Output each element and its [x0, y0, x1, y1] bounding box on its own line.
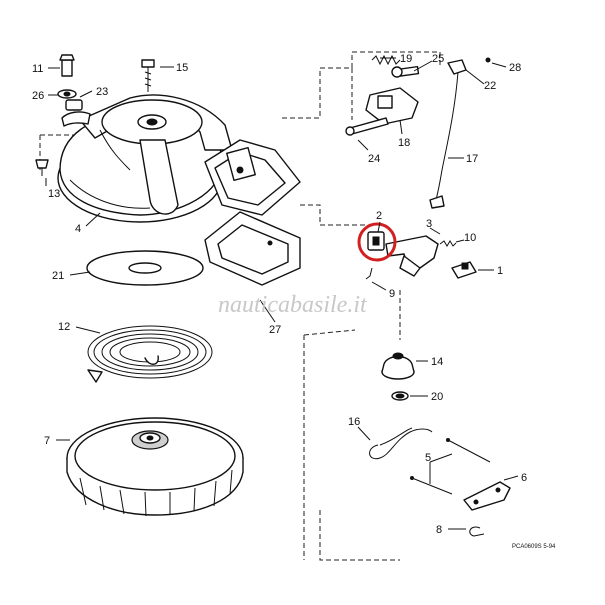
callout-28: 28: [509, 62, 521, 74]
callout-11: 11: [32, 63, 43, 75]
callout-21: 21: [52, 270, 64, 282]
callout-18: 18: [398, 137, 410, 149]
callout-10: 10: [464, 232, 476, 244]
part-7-pulley: [66, 417, 244, 517]
part-6-cam: [463, 481, 511, 511]
callout-4: 4: [75, 223, 81, 235]
callout-3: 3: [426, 218, 432, 230]
part-15-screw: [141, 59, 155, 92]
callout-22: 22: [484, 80, 496, 92]
part-5-pins: [410, 438, 491, 495]
part-17-link-rod: [429, 71, 459, 209]
callout-23: 23: [96, 86, 108, 98]
part-21-plate: [86, 250, 204, 286]
watermark: nauticabasile.it: [218, 292, 368, 318]
highlight-circle: [357, 222, 397, 262]
callout-labels: 1 2 3 4 5 6 7 8 9 10 11 12 13 14 15 16 1…: [32, 53, 527, 536]
callout-6: 6: [521, 472, 527, 484]
callout-7: 7: [44, 435, 50, 447]
part-4-recoil-housing: [57, 94, 233, 223]
callout-24: 24: [368, 153, 380, 165]
figure-code: PCA0609S 5-94: [512, 544, 556, 550]
callout-20: 20: [431, 391, 443, 403]
callout-14: 14: [431, 356, 443, 368]
leader-lines: [45, 57, 519, 530]
callout-26: 26: [32, 90, 44, 102]
callout-12: 12: [58, 321, 70, 333]
part-27-guide-plate: [204, 211, 301, 286]
callout-27: 27: [269, 324, 281, 336]
callout-8: 8: [436, 524, 442, 536]
part-12-rewind-spring: [87, 325, 213, 383]
assembly-guide-lines: [39, 51, 441, 561]
callout-1: 1: [497, 265, 503, 277]
part-20-nut: [391, 391, 409, 401]
callout-5: 5: [425, 452, 431, 464]
callout-25: 25: [432, 53, 444, 65]
part-16-spring-clip: [369, 427, 433, 460]
callout-2: 2: [376, 210, 382, 222]
callout-9: 9: [389, 288, 395, 300]
lockout-lever-parts: [365, 231, 477, 280]
handle-bracket: [204, 139, 301, 216]
upper-right-parts: [345, 54, 491, 136]
callout-15: 15: [176, 62, 188, 74]
callout-13: 13: [48, 188, 60, 200]
callout-16: 16: [348, 416, 360, 428]
part-14-knob: [381, 352, 415, 380]
callout-17: 17: [466, 153, 478, 165]
small-hardware-left: [35, 54, 83, 176]
part-8-clip: [469, 526, 485, 537]
callout-19: 19: [400, 53, 412, 65]
